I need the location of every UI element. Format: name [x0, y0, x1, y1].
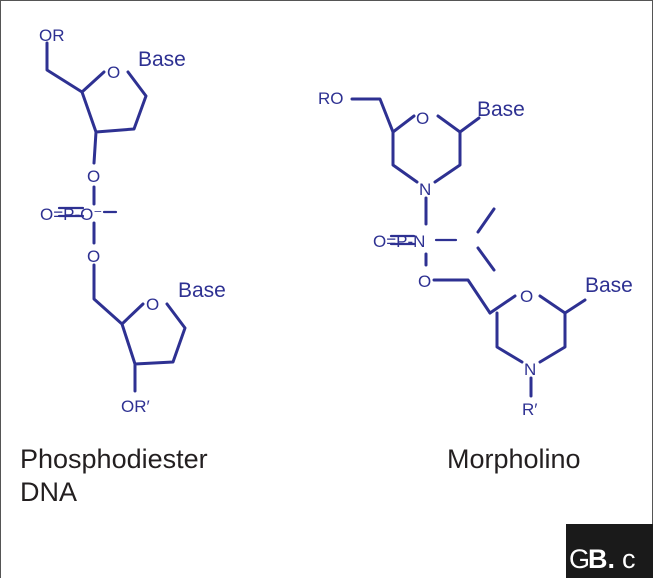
- gb-logo: G B. c: [566, 524, 653, 578]
- base-label-bottom: Base: [178, 279, 226, 302]
- ring-oxygen-top-morpholino: O: [416, 109, 429, 128]
- o-ch2-bonds: [432, 278, 492, 315]
- p-double-bond-o-morpholino: [389, 234, 416, 246]
- top-sugar-bonds: [45, 41, 148, 165]
- ring-nitrogen-bottom: N: [524, 360, 536, 379]
- top-base-bond: [458, 116, 481, 134]
- ring-oxygen-top: O: [107, 63, 120, 82]
- oxygen-link-morpholino: O: [418, 272, 431, 291]
- bottom-morpholine-ring: [488, 294, 567, 364]
- oxygen-link-lower: O: [87, 247, 100, 266]
- phosphodiester-caption: Phosphodiester DNA: [20, 443, 208, 509]
- phosphodiester-caption-line2: DNA: [20, 477, 78, 507]
- base-label-top-morpholino: Base: [477, 98, 525, 121]
- p-double-bond-o: [57, 206, 85, 218]
- oxygen-link-upper: O: [87, 167, 100, 186]
- base-label-top: Base: [138, 48, 186, 71]
- logo-letter-c: c: [622, 544, 636, 574]
- ring-nitrogen-top: N: [419, 180, 431, 199]
- ring-oxygen-bottom-morpholino: O: [520, 287, 533, 306]
- phosphodiester-structure: OR O Base O O=P-O⁻ O O Base OR′: [39, 26, 226, 416]
- phosphate-group: O=P-O⁻: [40, 205, 102, 224]
- morpholino-caption: Morpholino: [447, 444, 581, 474]
- top-ro-bonds: [350, 97, 395, 134]
- top-morpholine-ring: [391, 114, 462, 184]
- logo-letter-b: B.: [588, 544, 615, 574]
- logo-letter-g: G: [569, 544, 591, 574]
- phosphodiester-caption-line1: Phosphodiester: [20, 444, 208, 474]
- phosphorodiamidate-group: O=P-N: [373, 232, 425, 251]
- morpholino-structure: RO O Base N O=P-N O O Base N R′: [318, 89, 633, 419]
- ring-oxygen-bottom: O: [146, 295, 159, 314]
- or-label: OR: [39, 26, 65, 45]
- ro-label: RO: [318, 89, 344, 108]
- bottom-sugar-bonds: [92, 283, 187, 393]
- dimethyl-bonds: [476, 207, 496, 272]
- bottom-base-bond: [563, 298, 587, 315]
- base-label-bottom-morpholino: Base: [585, 274, 633, 297]
- r-prime-label: R′: [522, 400, 537, 419]
- or-prime-label: OR′: [121, 397, 150, 416]
